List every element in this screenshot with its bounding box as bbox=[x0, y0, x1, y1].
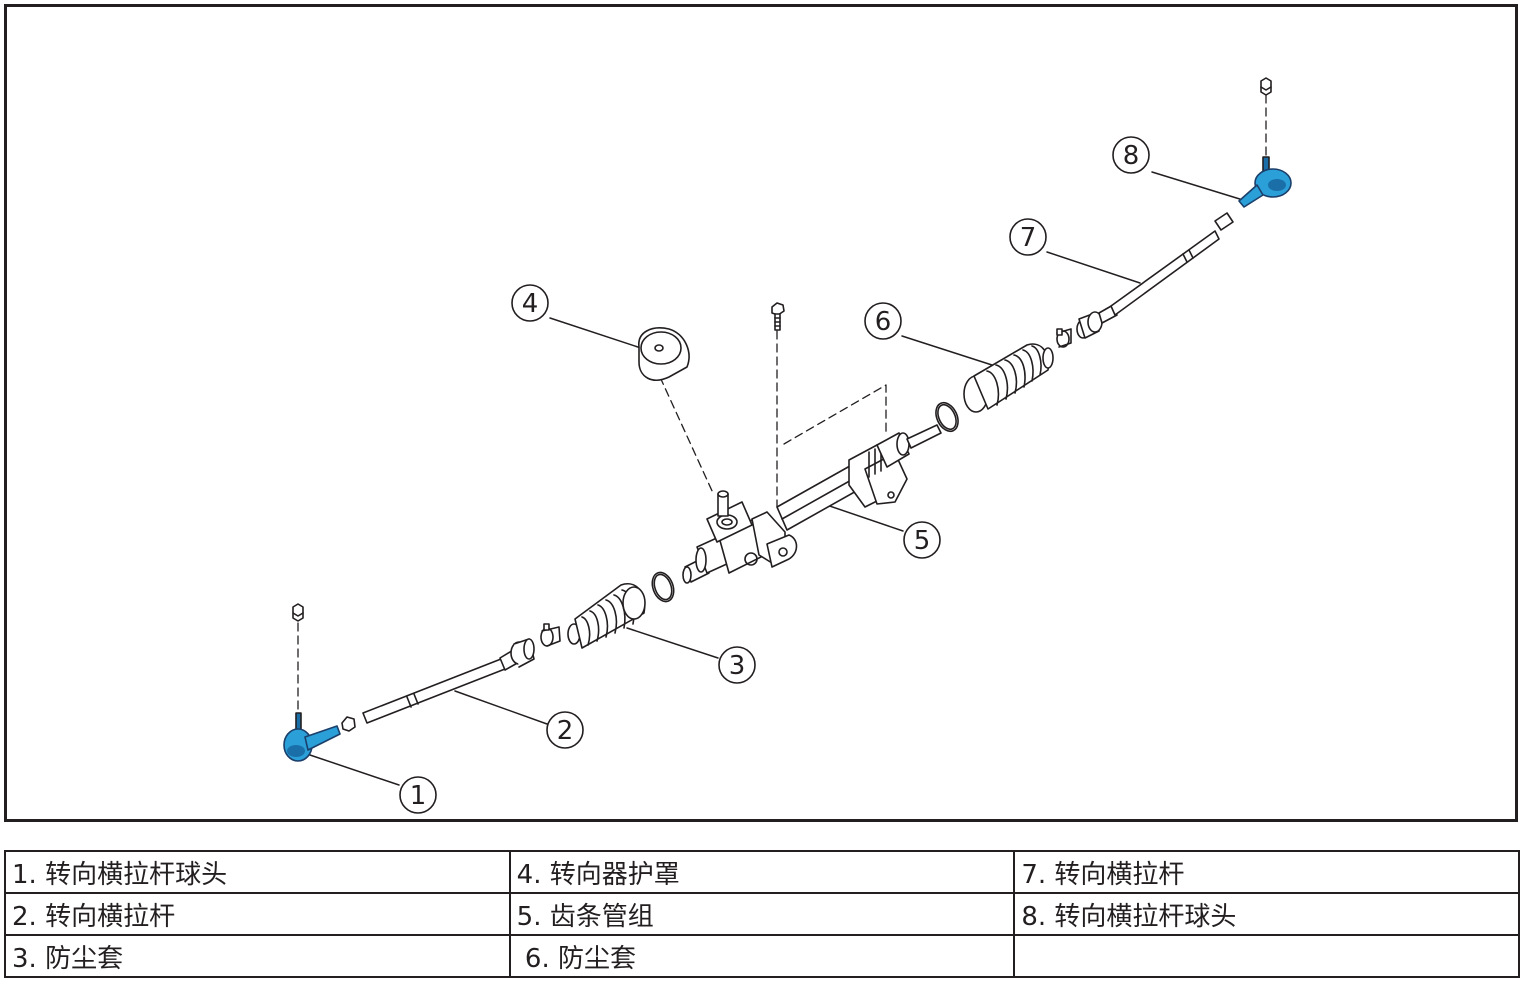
assembly-lines bbox=[297, 94, 1267, 713]
legend-row: 3. 防尘套 6. 防尘套 bbox=[4, 934, 1520, 978]
callout-1: 1 bbox=[399, 776, 437, 814]
legend-cell: 5. 齿条管组 bbox=[508, 892, 1016, 936]
right-nut bbox=[1260, 77, 1272, 96]
right-tie-rod bbox=[1076, 212, 1234, 339]
callout-5-number: 5 bbox=[914, 526, 931, 556]
right-dust-boot bbox=[963, 343, 1054, 413]
callout-5: 5 bbox=[903, 521, 941, 559]
steering-rack-drawing: 1 2 3 4 5 6 7 8 bbox=[283, 77, 1292, 814]
parts-legend-table: 1. 转向横拉杆球头 4. 转向器护罩 7. 转向横拉杆 2. 转向横拉杆 5.… bbox=[4, 850, 1520, 978]
legend-cell: 8. 转向横拉杆球头 bbox=[1013, 892, 1520, 936]
right-tie-rod-end bbox=[1238, 77, 1292, 208]
steering-gear-cover bbox=[638, 327, 690, 381]
legend-cell: 6. 防尘套 bbox=[508, 934, 1016, 978]
left-tie-rod bbox=[341, 638, 535, 732]
left-nut bbox=[292, 603, 304, 622]
left-tie-rod-end bbox=[283, 603, 341, 762]
callout-4: 4 bbox=[511, 284, 549, 322]
left-clamp bbox=[540, 623, 561, 647]
callout-6: 6 bbox=[864, 302, 902, 340]
legend-cell: 2. 转向横拉杆 bbox=[4, 892, 511, 936]
left-dust-boot bbox=[567, 583, 646, 649]
leader-lines bbox=[306, 171, 1244, 786]
callout-7-number: 7 bbox=[1020, 223, 1037, 253]
callout-3: 3 bbox=[718, 646, 756, 684]
center-bolt bbox=[771, 302, 785, 331]
callout-8-number: 8 bbox=[1123, 141, 1140, 171]
callout-7: 7 bbox=[1009, 218, 1047, 256]
right-clamp bbox=[1056, 328, 1072, 348]
callout-3-number: 3 bbox=[729, 651, 746, 681]
legend-cell: 7. 转向横拉杆 bbox=[1013, 850, 1520, 894]
legend-row: 2. 转向横拉杆 5. 齿条管组 8. 转向横拉杆球头 bbox=[4, 892, 1520, 936]
rack-tube-assembly bbox=[682, 424, 942, 584]
callout-6-number: 6 bbox=[875, 307, 892, 337]
callout-2-number: 2 bbox=[557, 716, 574, 746]
callout-2: 2 bbox=[546, 711, 584, 749]
left-o-ring bbox=[651, 571, 675, 603]
legend-cell: 4. 转向器护罩 bbox=[508, 850, 1016, 894]
legend-cell bbox=[1013, 934, 1520, 978]
callout-1-number: 1 bbox=[410, 781, 427, 811]
legend-cell: 3. 防尘套 bbox=[4, 934, 511, 978]
legend-row: 1. 转向横拉杆球头 4. 转向器护罩 7. 转向横拉杆 bbox=[4, 850, 1520, 894]
exploded-diagram: 1 2 3 4 5 6 7 8 bbox=[4, 4, 1518, 822]
right-o-ring bbox=[935, 401, 959, 433]
callout-4-number: 4 bbox=[522, 289, 539, 319]
callout-8: 8 bbox=[1112, 136, 1150, 174]
legend-cell: 1. 转向横拉杆球头 bbox=[4, 850, 511, 894]
